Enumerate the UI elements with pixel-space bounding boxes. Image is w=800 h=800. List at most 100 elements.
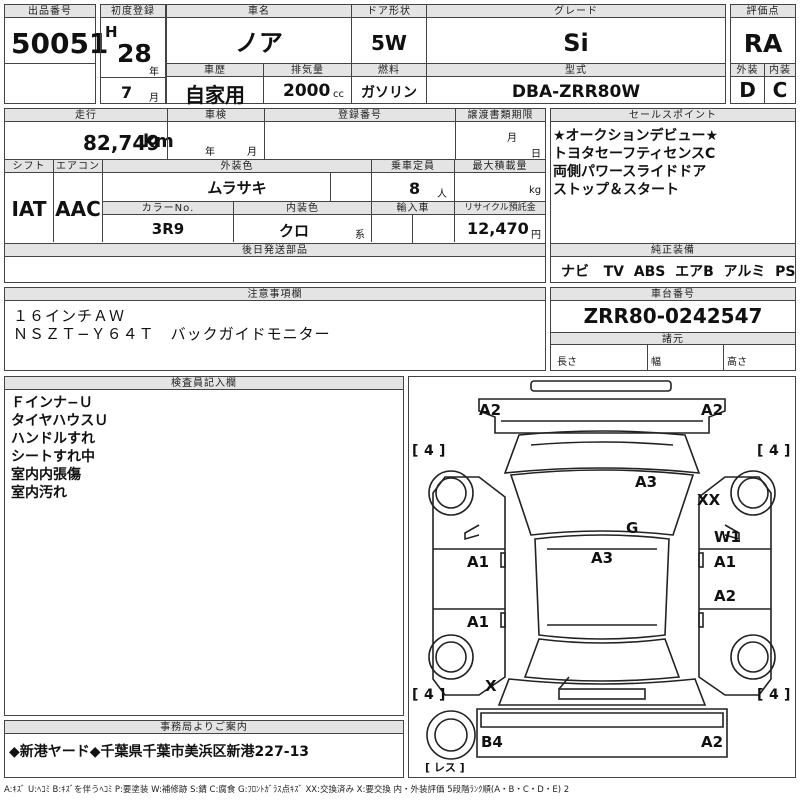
- history: 自家用: [185, 83, 245, 107]
- specs-box: 走行 82,749 km 車検 年 月 登録番号 譲渡書類期限 月 日 シフト …: [4, 108, 546, 283]
- capacity-label: 乗車定員: [372, 160, 454, 173]
- note-line: ＮＳＺＴ−Ｙ６４Ｔ バックガイドモニター: [13, 325, 331, 343]
- mileage: 82,749: [83, 131, 161, 155]
- svg-text:]: ]: [784, 687, 790, 703]
- equipment-item: ABS: [633, 264, 666, 280]
- office-box: 事務局よりご案内 ◆新港ヤード◆千葉県千葉市美浜区新港227-13: [4, 720, 404, 778]
- mark-rear-right: A2: [701, 733, 723, 751]
- inspection-year-unit: 年: [205, 147, 215, 158]
- score-label: 評価点: [731, 5, 795, 18]
- lot-number: 50051: [11, 27, 109, 60]
- displacement-label: 排気量: [264, 64, 351, 77]
- car-name-label: 車名: [167, 5, 351, 18]
- inspector-line: ハンドルすれ: [11, 431, 95, 447]
- inspector-label: 検査員記入欄: [5, 377, 403, 390]
- svg-text:]: ]: [439, 687, 445, 703]
- mark-windshield: A3: [635, 473, 657, 491]
- int-color-unit: 系: [355, 230, 365, 241]
- capacity-unit: 人: [437, 189, 447, 200]
- mark-left-rear: X: [485, 677, 497, 695]
- exterior-grade: D: [739, 78, 756, 102]
- length-label: 長さ: [557, 357, 577, 368]
- office-text: ◆新港ヤード◆千葉県千葉市美浜区新港227-13: [9, 744, 310, 760]
- mileage-unit: km: [143, 131, 174, 152]
- inspector-line: タイヤハウスＵ: [11, 413, 109, 429]
- transfer-day-unit: 日: [531, 149, 541, 160]
- inspector-line: 室内汚れ: [11, 485, 67, 501]
- equipment-item: アルミ: [723, 264, 766, 280]
- car-name: ノア: [235, 29, 283, 57]
- int-color-label: 内装色: [234, 202, 371, 215]
- int-color: クロ: [278, 222, 309, 240]
- transfer-label: 譲渡書類期限: [456, 109, 545, 122]
- doors-label: ドア形状: [352, 5, 426, 18]
- mark-rear-left: B4: [481, 733, 503, 751]
- office-label: 事務局よりご案内: [5, 721, 403, 734]
- interior-grade: C: [772, 78, 788, 102]
- mark-front-left: A2: [479, 401, 501, 419]
- inspector-line: 室内内張傷: [11, 467, 81, 483]
- tire-rear-right: 4: [769, 687, 779, 703]
- svg-text:[: [: [757, 687, 763, 703]
- color-no: 3R9: [151, 220, 185, 238]
- mark-right-door-rear: A2: [714, 587, 736, 605]
- recycle: 12,470: [467, 219, 529, 238]
- exterior-label: 外装: [731, 64, 764, 77]
- sales-points-box: セールスポイント ★オークションデビュー★ トヨタセーフティセンスC 両側パワー…: [550, 108, 796, 283]
- legend: A:ｷｽﾞ U:ﾍｺﾐ B:ｷｽﾞを伴うﾍｺﾐ P:要塗装 W:補修跡 S:錆 …: [4, 785, 570, 795]
- capacity: 8: [409, 179, 421, 198]
- chassis-label: 車台番号: [551, 288, 795, 301]
- ext-color: ムラサキ: [207, 179, 267, 197]
- inspector-box: 検査員記入欄 Ｆインナ−Ｕ タイヤハウスＵ ハンドルすれ シートすれ中 室内内張…: [4, 376, 404, 716]
- displacement: 2000: [283, 81, 331, 101]
- mark-right-door-front-2: A1: [714, 553, 736, 571]
- ac-label: エアコン: [54, 160, 102, 173]
- inspector-line: シートすれ中: [11, 449, 95, 465]
- mileage-label: 走行: [5, 109, 167, 122]
- transfer-month-unit: 月: [507, 133, 517, 144]
- dims-label: 諸元: [551, 332, 795, 345]
- grade-label: グレード: [427, 5, 725, 18]
- ext-color-label: 外装色: [103, 160, 371, 173]
- mark-glass: G: [626, 519, 638, 537]
- mark-left-door-front: A1: [467, 553, 489, 571]
- model: DBA-ZRR80W: [511, 82, 641, 102]
- first-reg-box: 初度登録 H 28 年 7 月: [100, 4, 166, 104]
- car-diagram: A2 A2 A3 XX G W1 A3 A1 A1 A2 A1 X B4 A2 …: [412, 380, 790, 774]
- later-parts-label: 後日発送部品: [5, 244, 545, 257]
- tire-front-right: 4: [769, 443, 779, 459]
- mark-right-door-front: W1: [714, 528, 741, 546]
- recycle-unit: 円: [531, 230, 541, 241]
- notes-label: 注意事項欄: [5, 288, 545, 301]
- car-diagram-box: A2 A2 A3 XX G W1 A3 A1 A1 A2 A1 X B4 A2 …: [408, 376, 796, 778]
- svg-text:[: [: [412, 443, 418, 459]
- equipment-label: 純正装備: [551, 244, 795, 257]
- equipment-item: ナビ: [561, 264, 589, 280]
- chassis-number: ZRR80-0242547: [583, 304, 763, 328]
- mark-right-fender: XX: [697, 491, 721, 509]
- mark-front-right: A2: [701, 401, 723, 419]
- import-label: 輸入車: [372, 202, 454, 215]
- width-label: 幅: [651, 357, 661, 368]
- spare-tire-none: [ レス ]: [425, 761, 465, 774]
- fuel-label: 燃料: [352, 64, 426, 77]
- displacement-unit: cc: [333, 89, 344, 100]
- equipment-item: TV: [603, 264, 625, 280]
- chassis-box: 車台番号 ZRR80-0242547 諸元 長さ 幅 高さ: [550, 287, 796, 371]
- ac: AAC: [55, 197, 101, 221]
- doors: 5W: [371, 31, 407, 55]
- sales-point-item: トヨタセーフティセンスC: [553, 146, 716, 162]
- mark-left-door-rear: A1: [467, 613, 489, 631]
- inspector-line: Ｆインナ−Ｕ: [11, 395, 93, 411]
- reg-year: 28: [117, 39, 152, 68]
- equipment-item: エアB: [675, 264, 714, 280]
- sales-points-label: セールスポイント: [551, 109, 795, 122]
- load-unit: kg: [529, 185, 542, 196]
- era: H: [105, 23, 118, 41]
- lot-label: 出品番号: [5, 5, 95, 18]
- car-box: 車名 ノア ドア形状 5W グレード Si 車歴 自家用 排気量 2000 cc…: [166, 4, 726, 107]
- note-line: １６インチＡＷ: [13, 307, 126, 325]
- tire-rear-left: 4: [424, 687, 434, 703]
- reg-month: 7: [121, 83, 133, 102]
- sales-point-item: ★オークションデビュー★: [553, 128, 719, 144]
